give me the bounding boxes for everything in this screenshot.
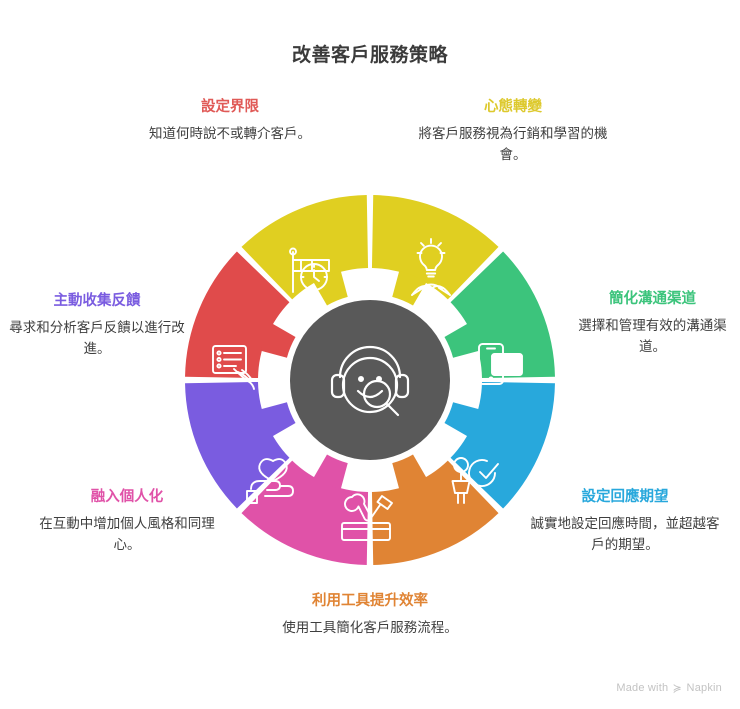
callout-tools: 利用工具提升效率 使用工具簡化客戶服務流程。 [272, 592, 468, 639]
wheel-segment-group [185, 195, 555, 565]
callout-description: 使用工具簡化客戶服務流程。 [282, 619, 458, 635]
wheel-segment-tab [392, 454, 427, 490]
hand-heart-care-icon [246, 458, 294, 504]
callout-description: 誠實地設定回應時間，並超越客戶的期望。 [530, 515, 720, 552]
callout-title: 利用工具提升效率 [312, 593, 428, 609]
wheel-segment[interactable] [450, 381, 555, 509]
wheel-segment-tab [392, 270, 427, 306]
callout-description: 尋求和分析客戶反饋以進行改進。 [9, 319, 185, 356]
callout-title: 融入個人化 [90, 489, 164, 505]
callout-title: 簡化溝通渠道 [609, 291, 696, 307]
lightbulb-person-idea-icon [411, 238, 451, 296]
napkin-brand-label: Napkin [686, 682, 722, 694]
callout-description: 在互動中增加個人風格和同理心。 [39, 515, 215, 552]
clipboard-pen-survey-icon [212, 345, 255, 390]
hub-circle [290, 300, 450, 460]
made-with-label: Made with [616, 682, 669, 694]
wheel-segment[interactable] [371, 460, 499, 565]
wheel-segment-tab [444, 402, 480, 437]
customer-support-headset-magnifier-icon [330, 345, 410, 417]
made-with-napkin-watermark: Made with ≽ Napkin [616, 681, 722, 695]
callout-title: 設定回應期望 [581, 489, 669, 505]
wheel-segment[interactable] [185, 251, 290, 379]
clock-sign-time-limit-icon [289, 247, 330, 293]
callout-personalization: 融入個人化 在互動中增加個人風格和同理心。 [32, 488, 222, 556]
callout-boundaries: 設定界限 知道何時說不或轉介客戶。 [135, 98, 325, 145]
wheel-segment[interactable] [241, 195, 369, 300]
callout-expectations: 設定回應期望 誠實地設定回應時間，並超越客戶的期望。 [525, 488, 725, 556]
napkin-logo-icon: ≽ [672, 681, 683, 695]
wheel-segment-tab [444, 323, 480, 358]
callout-description: 選擇和管理有效的溝通渠道。 [578, 317, 727, 354]
callout-title: 主動收集反饋 [53, 293, 141, 309]
strategy-wheel-diagram [185, 195, 555, 565]
toolbox-wrench-hammer-icon [341, 493, 393, 541]
page-title: 改善客戶服務策略 [291, 45, 448, 66]
wheel-segment-tab [260, 402, 296, 437]
callout-description: 知道何時說不或轉介客戶。 [149, 125, 311, 141]
callout-channels: 簡化溝通渠道 選擇和管理有效的溝通渠道。 [565, 290, 740, 358]
wheel-segment[interactable] [241, 460, 369, 565]
wheel-segment[interactable] [185, 381, 290, 509]
callout-feedback: 主動收集反饋 尋求和分析客戶反饋以進行改進。 [8, 292, 186, 360]
hub-group [290, 300, 450, 460]
callout-title: 心態轉變 [484, 99, 542, 115]
phone-envelope-message-icon [478, 343, 523, 385]
wheel-segment[interactable] [450, 251, 555, 379]
callout-description: 將客戶服務視為行銷和學習的機會。 [418, 125, 608, 162]
person-check-clock-icon [451, 457, 499, 504]
callout-title: 設定界限 [201, 99, 259, 115]
wheel-segment-tab [313, 454, 348, 490]
wheel-segment-tab [313, 270, 348, 306]
callout-mindset: 心態轉變 將客戶服務視為行銷和學習的機會。 [418, 98, 608, 166]
wheel-segment-tab [260, 323, 296, 358]
